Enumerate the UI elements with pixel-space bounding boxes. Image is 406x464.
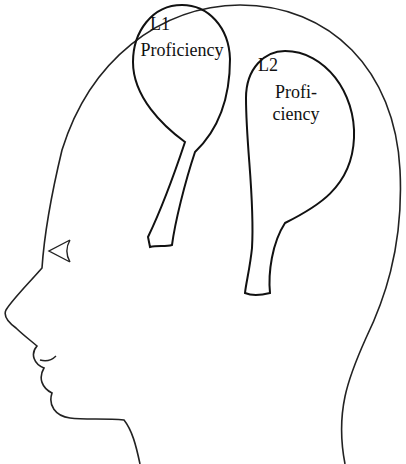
balloon-outline	[130, 2, 234, 252]
balloon-path	[245, 51, 354, 295]
language-label: L2	[258, 55, 298, 77]
head-outline	[5, 5, 400, 464]
eye	[49, 240, 70, 262]
balloon-shape: L2Profi- ciency	[240, 48, 360, 300]
mouth	[40, 356, 56, 361]
balloon-shape: L1Proficiency	[130, 2, 234, 252]
proficiency-label: Profi- ciency	[260, 82, 332, 125]
proficiency-label: Proficiency	[135, 40, 229, 62]
balloon-path	[133, 5, 230, 247]
language-label: L1	[150, 14, 190, 36]
